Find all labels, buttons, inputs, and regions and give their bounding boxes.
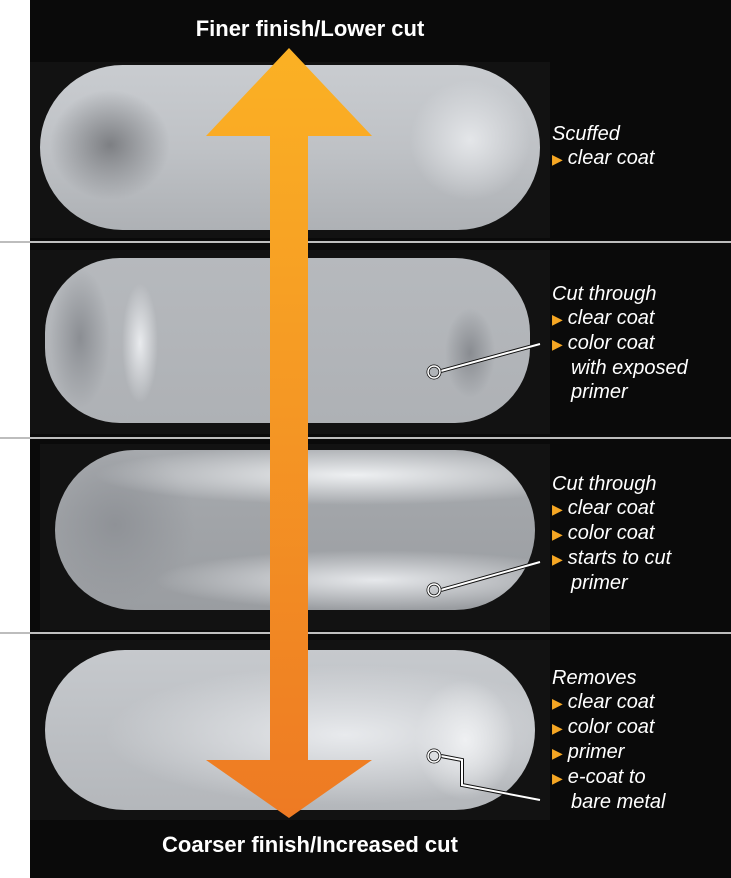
pad-3-item: ▶starts to cut [552, 546, 671, 571]
pad-3-item: ▶color coat [552, 521, 671, 546]
pad-3-label: Cut through ▶clear coat ▶color coat ▶sta… [552, 472, 671, 595]
pad-4-item: ▶clear coat [552, 690, 666, 715]
pad-4-label: Removes ▶clear coat ▶color coat ▶primer … [552, 666, 666, 814]
pad-2-continuation: with exposed [552, 356, 688, 380]
pad-2-item: ▶color coat [552, 331, 688, 356]
pad-2-continuation: primer [552, 380, 688, 404]
triangle-bullet-icon: ▶ [552, 551, 563, 567]
triangle-bullet-icon: ▶ [552, 695, 563, 711]
pad-1-heading: Scuffed [552, 122, 655, 146]
callout-pad-4 [428, 750, 540, 800]
triangle-bullet-icon: ▶ [552, 311, 563, 327]
pad-1-item: ▶clear coat [552, 146, 655, 171]
pad-4-item: ▶primer [552, 740, 666, 765]
title-coarser-finish: Coarser finish/Increased cut [30, 832, 590, 858]
callout-pad-2 [428, 344, 540, 378]
triangle-bullet-icon: ▶ [552, 745, 563, 761]
pad-1-label: Scuffed ▶clear coat [552, 122, 655, 171]
triangle-bullet-icon: ▶ [552, 336, 563, 352]
title-finer-finish: Finer finish/Lower cut [30, 16, 590, 42]
pad-4-continuation: bare metal [552, 790, 666, 814]
triangle-bullet-icon: ▶ [552, 720, 563, 736]
double-arrow [206, 48, 372, 818]
pad-3-heading: Cut through [552, 472, 671, 496]
triangle-bullet-icon: ▶ [552, 770, 563, 786]
pad-2-item: ▶clear coat [552, 306, 688, 331]
callout-pad-3 [428, 562, 540, 596]
pad-3-item: ▶clear coat [552, 496, 671, 521]
pad-2-heading: Cut through [552, 282, 688, 306]
pad-4-item: ▶e-coat to [552, 765, 666, 790]
pad-4-item: ▶color coat [552, 715, 666, 740]
triangle-bullet-icon: ▶ [552, 501, 563, 517]
triangle-bullet-icon: ▶ [552, 526, 563, 542]
pad-4-heading: Removes [552, 666, 666, 690]
pad-3-continuation: primer [552, 571, 671, 595]
triangle-bullet-icon: ▶ [552, 151, 563, 167]
pad-2-label: Cut through ▶clear coat ▶color coat with… [552, 282, 688, 404]
